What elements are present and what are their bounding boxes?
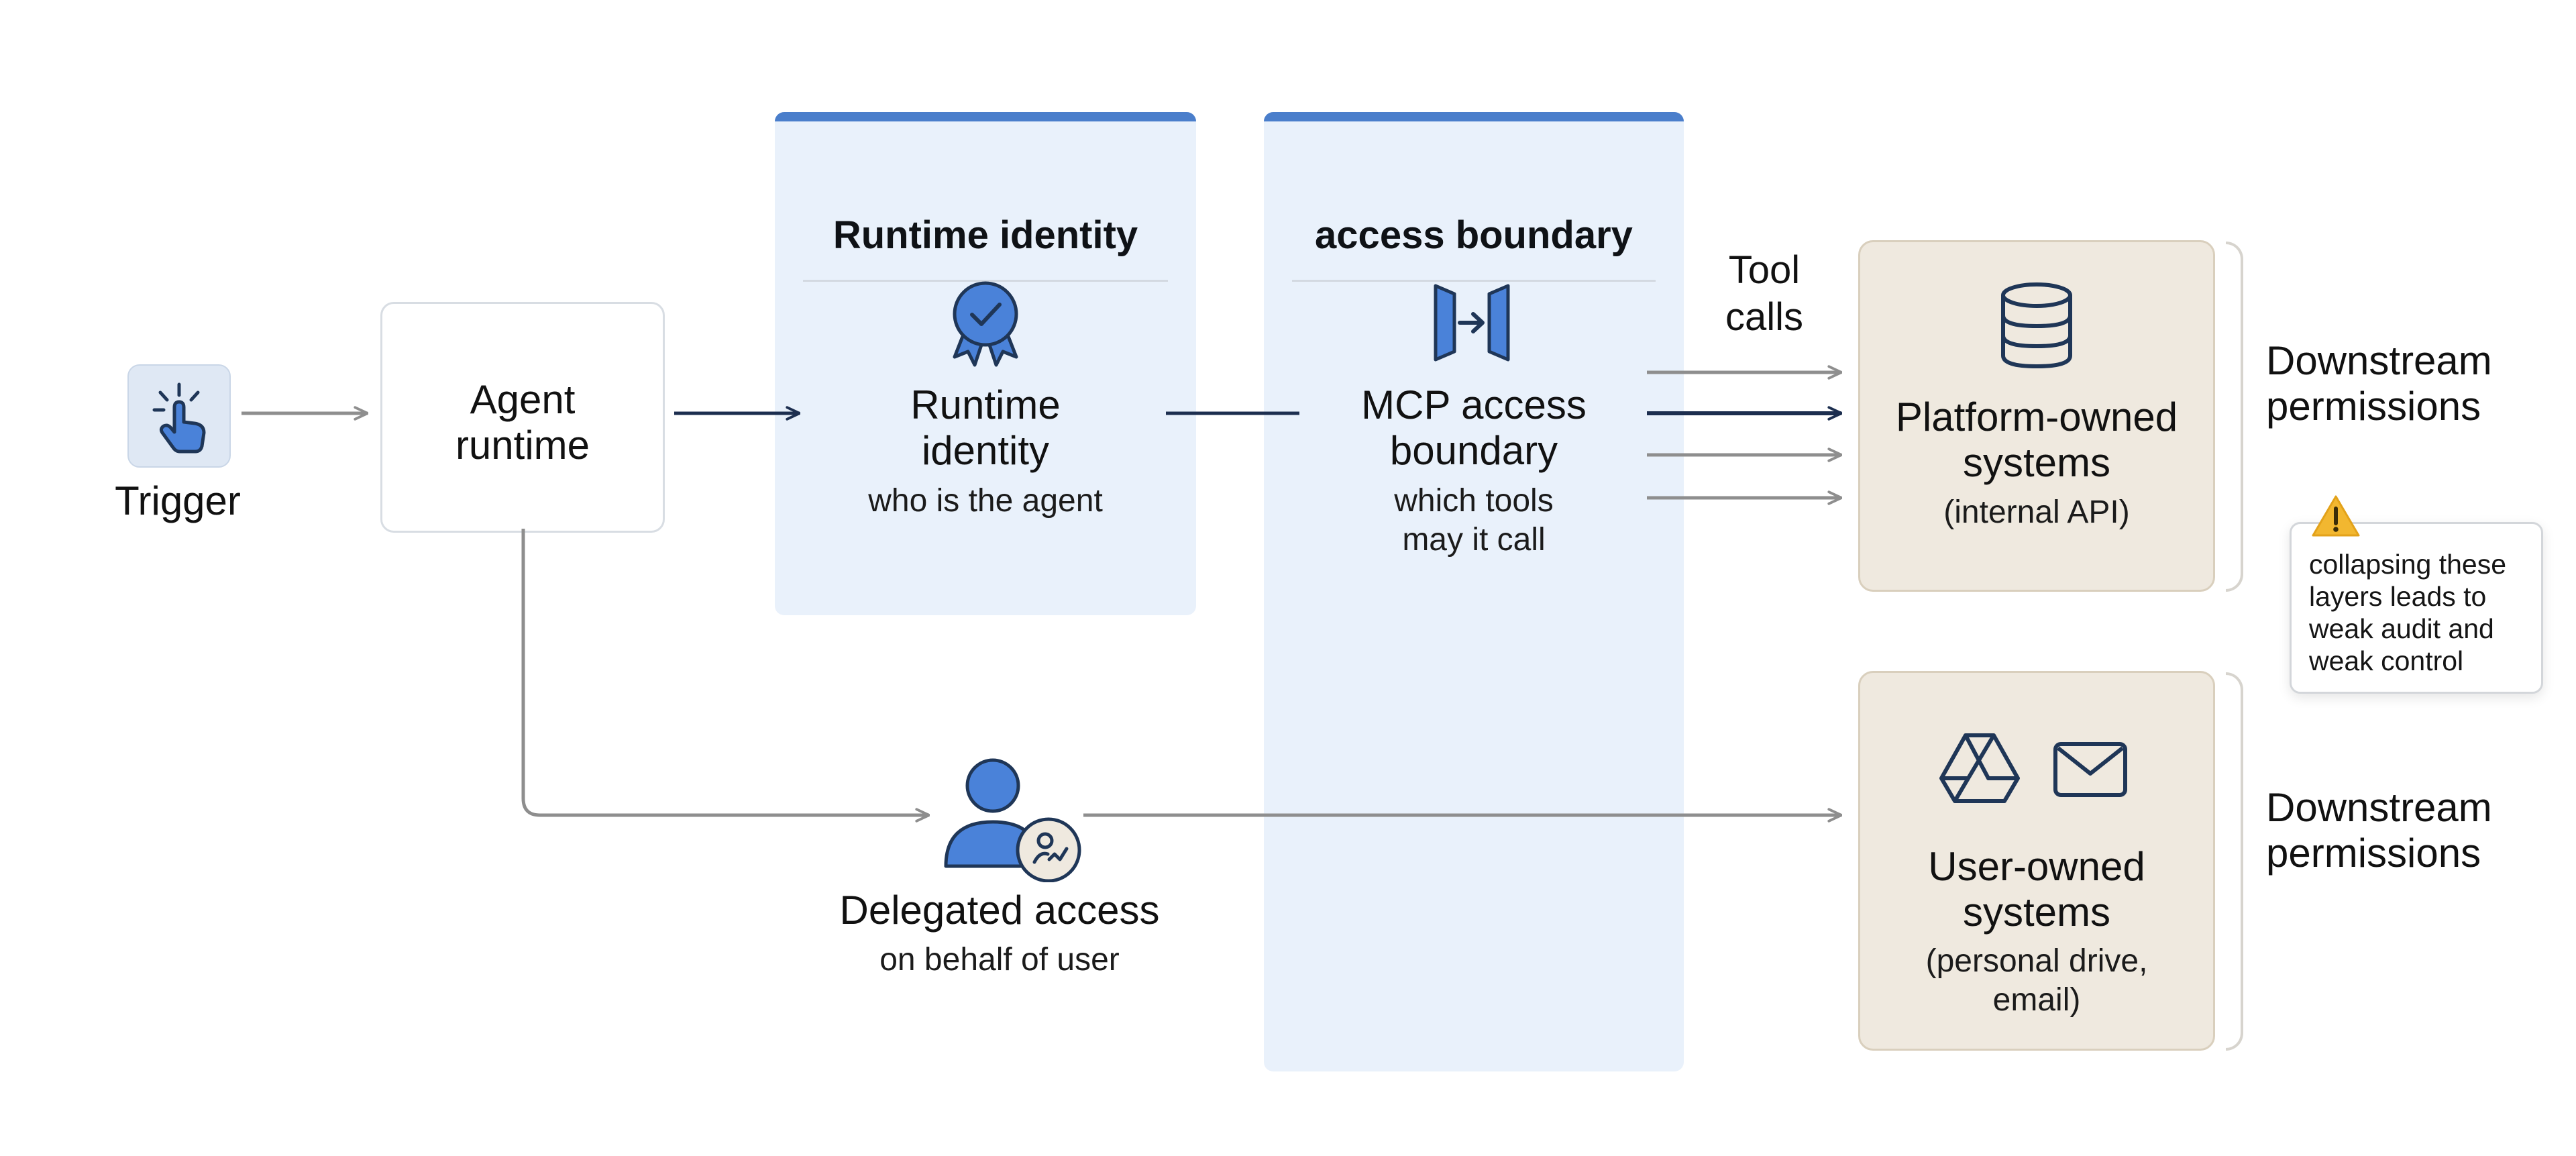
runtime-identity-lane-title: Runtime identity bbox=[833, 213, 1138, 257]
runtime-identity-sub: who is the agent bbox=[868, 483, 1103, 519]
tap-hand-icon bbox=[152, 382, 206, 454]
trigger-label: Trigger bbox=[115, 478, 241, 523]
user-delegate-icon bbox=[944, 758, 1081, 882]
agent-runtime-box bbox=[380, 302, 665, 533]
user-systems-label: User-owned systems bbox=[1928, 844, 2145, 935]
lane-divider bbox=[1292, 280, 1656, 282]
downstream-permissions-top: Downstream permissions bbox=[2266, 338, 2492, 429]
delegated-access-title: Delegated access bbox=[839, 888, 1160, 933]
delegated-access-sub: on behalf of user bbox=[879, 942, 1120, 978]
tool-calls-label: Tool calls bbox=[1725, 248, 1804, 339]
access-boundary-lane: access boundary bbox=[1264, 112, 1684, 1071]
user-systems-box bbox=[1858, 671, 2215, 1051]
agent-runtime-label: Agent runtime bbox=[455, 377, 590, 468]
platform-systems-sub: (internal API) bbox=[1943, 494, 2130, 530]
warning-note-text: collapsing these layers leads to weak au… bbox=[2309, 549, 2507, 676]
drive-icon bbox=[1939, 733, 2020, 803]
database-icon bbox=[2001, 282, 2072, 369]
runtime-to-delegated-arrow bbox=[521, 529, 929, 815]
mail-icon bbox=[2053, 742, 2127, 797]
lane-divider bbox=[803, 280, 1168, 282]
access-boundary-lane-title: access boundary bbox=[1315, 213, 1633, 257]
user-systems-sub: (personal drive, email) bbox=[1925, 943, 2148, 1018]
platform-systems-label: Platform-owned systems bbox=[1895, 395, 2178, 485]
runtime-identity-lane: Runtime identity bbox=[775, 112, 1196, 615]
mcp-access-sub: which tools may it call bbox=[1394, 483, 1554, 558]
badge-check-icon bbox=[953, 281, 1018, 367]
warning-icon bbox=[2312, 495, 2360, 537]
mcp-access-label: MCP access boundary bbox=[1361, 382, 1587, 473]
runtime-identity-label: Runtime identity bbox=[910, 382, 1061, 473]
gate-arrow-icon bbox=[1434, 284, 1510, 362]
warning-note: collapsing these layers leads to weak au… bbox=[2290, 522, 2543, 694]
trigger-icon-tile[interactable] bbox=[127, 364, 231, 468]
downstream-permissions-bottom: Downstream permissions bbox=[2266, 785, 2492, 876]
